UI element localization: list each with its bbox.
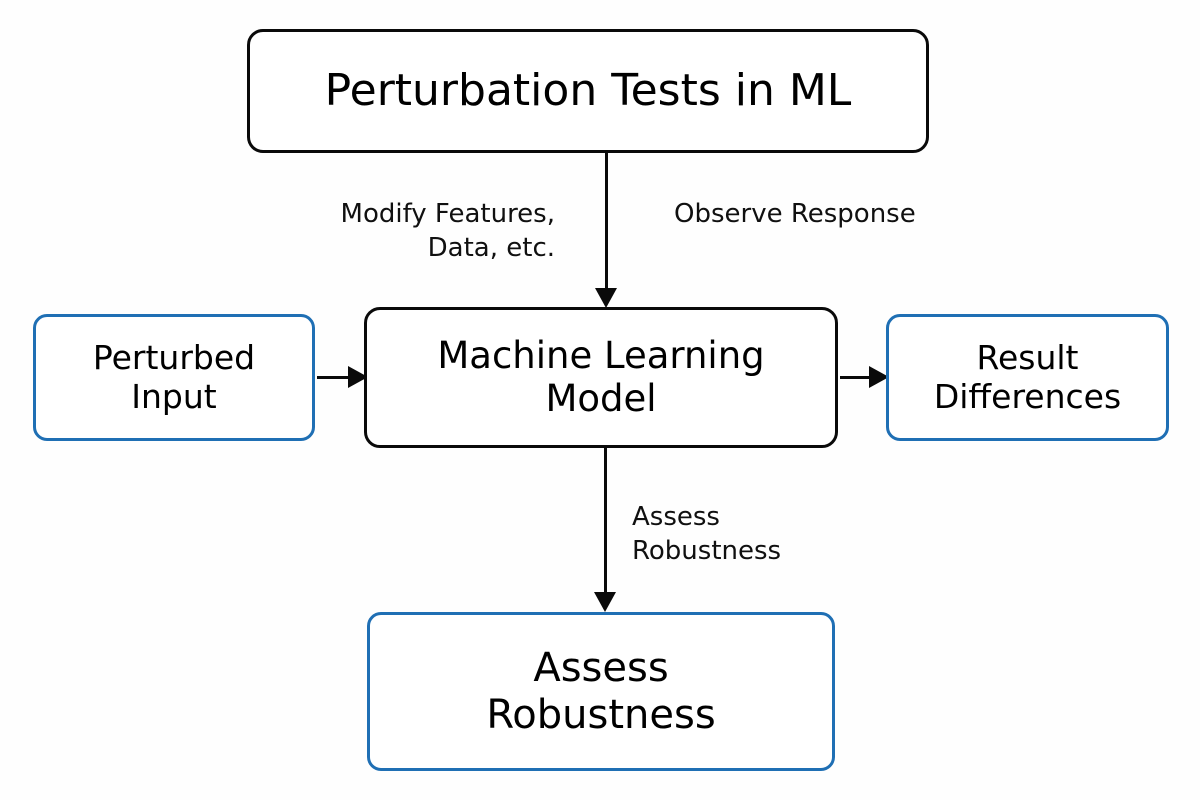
node-assess-robustness[interactable]: Assess Robustness — [367, 612, 835, 771]
edge-model-to-assess-arrowhead-icon — [594, 592, 616, 612]
edge-model-to-result-line — [840, 376, 873, 379]
node-result-differences[interactable]: Result Differences — [886, 314, 1169, 441]
node-perturbation-tests-in-ml[interactable]: Perturbation Tests in ML — [247, 29, 929, 153]
node-perturbed-input[interactable]: Perturbed Input — [33, 314, 315, 441]
node-label: Perturbation Tests in ML — [324, 65, 852, 117]
edge-title-to-model-line — [605, 152, 608, 290]
node-label: Assess Robustness — [486, 645, 716, 738]
edge-input-to-model-arrowhead-icon — [348, 366, 368, 388]
node-label: Perturbed Input — [92, 338, 256, 416]
edge-model-to-result-arrowhead-icon — [869, 366, 889, 388]
edge-label-assess-robustness: Assess Robustness — [632, 502, 782, 567]
node-machine-learning-model[interactable]: Machine Learning Model — [364, 307, 838, 448]
node-label: Result Differences — [933, 338, 1122, 416]
node-label: Machine Learning Model — [437, 333, 765, 420]
edge-model-to-assess-line — [604, 447, 607, 595]
edge-title-to-model-arrowhead-icon — [595, 288, 617, 308]
edge-input-to-model-line — [317, 376, 352, 379]
edge-label-observe-response: Observe Response — [674, 199, 916, 229]
edge-label-modify-features: Modify Features, Data, etc. — [340, 199, 555, 264]
